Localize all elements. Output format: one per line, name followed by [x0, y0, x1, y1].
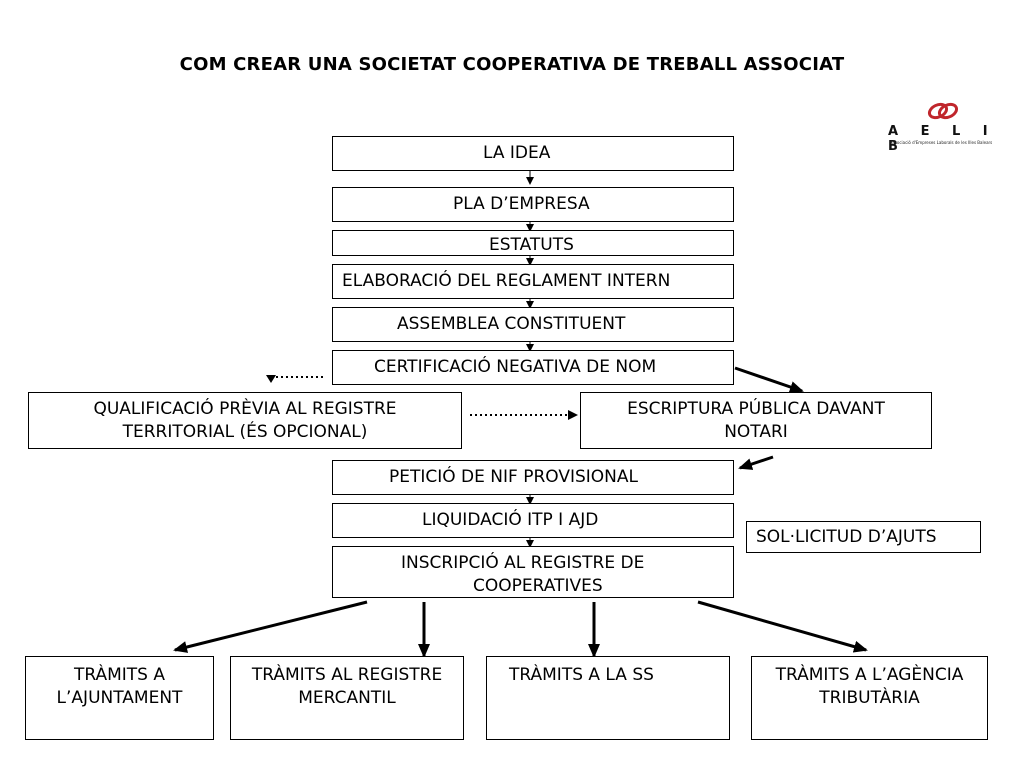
step-escriptura-publica: ESCRIPTURA PÚBLICA DAVANT NOTARI: [580, 392, 932, 449]
step-inscripcio-line1: INSCRIPCIÓ AL REGISTRE DE: [401, 553, 645, 573]
aelib-logo-icon: [927, 102, 959, 120]
arrowhead-to-escriptura: [568, 410, 578, 420]
step-agencia-line2: TRIBUTÀRIA: [819, 688, 920, 708]
logo-letters: A E L I B: [888, 124, 997, 154]
step-la-idea-label: LA IDEA: [483, 143, 551, 163]
step-liquidacio-itp: LIQUIDACIÓ ITP I AJD: [332, 503, 734, 538]
step-ajuntament-line1: TRÀMITS A: [73, 665, 166, 685]
step-mercantil-line2: MERCANTIL: [298, 688, 396, 708]
arrow-certificacio-to-escriptura: [734, 366, 804, 393]
step-agencia-line1: TRÀMITS A L’AGÈNCIA: [775, 665, 964, 685]
step-qualificacio-line2: TERRITORIAL (ÉS OPCIONAL): [122, 422, 368, 442]
step-sollicitud-ajuts: SOL·LICITUD D’AJUTS: [746, 521, 981, 553]
step-reglament-intern-label: ELABORACIÓ DEL REGLAMENT INTERN: [342, 271, 671, 291]
aelib-logo: A E L I B Associació d'Empreses Laborals…: [888, 100, 1008, 154]
arrowhead-to-qualificacio: [266, 375, 276, 383]
step-peticio-nif: PETICIÓ DE NIF PROVISIONAL: [332, 460, 734, 495]
step-escriptura-line2: NOTARI: [724, 422, 788, 442]
step-sollicitud-ajuts-label: SOL·LICITUD D’AJUTS: [756, 527, 937, 547]
step-inscripcio-line2: COOPERATIVES: [473, 576, 603, 596]
step-inscripcio-registre: INSCRIPCIÓ AL REGISTRE DE COOPERATIVES: [332, 546, 734, 598]
step-tramits-agencia-tributaria: TRÀMITS A L’AGÈNCIA TRIBUTÀRIA: [751, 656, 988, 740]
arrow-escriptura-to-nif: [738, 455, 774, 470]
diagram-title: COM CREAR UNA SOCIETAT COOPERATIVA DE TR…: [179, 54, 845, 75]
step-peticio-nif-label: PETICIÓ DE NIF PROVISIONAL: [389, 467, 638, 487]
step-reglament-intern: ELABORACIÓ DEL REGLAMENT INTERN: [332, 264, 734, 299]
step-qualificacio-line1: QUALIFICACIÓ PRÈVIA AL REGISTRE: [93, 399, 397, 419]
step-tramits-ajuntament: TRÀMITS A L’AJUNTAMENT: [25, 656, 214, 740]
step-certificacio-negativa: CERTIFICACIÓ NEGATIVA DE NOM: [332, 350, 734, 385]
step-la-idea: LA IDEA: [332, 136, 734, 171]
step-liquidacio-itp-label: LIQUIDACIÓ ITP I AJD: [422, 510, 599, 530]
step-assemblea-constituent: ASSEMBLEA CONSTITUENT: [332, 307, 734, 342]
step-ajuntament-line2: L’AJUNTAMENT: [56, 688, 183, 708]
step-tramits-registre-mercantil: TRÀMITS AL REGISTRE MERCANTIL: [230, 656, 464, 740]
step-estatuts-label: ESTATUTS: [489, 235, 574, 255]
step-ss-label: TRÀMITS A LA SS: [509, 665, 654, 685]
step-tramits-ss: TRÀMITS A LA SS: [486, 656, 730, 740]
step-pla-empresa-label: PLA D’EMPRESA: [453, 194, 590, 214]
step-assemblea-constituent-label: ASSEMBLEA CONSTITUENT: [397, 314, 626, 334]
step-certificacio-negativa-label: CERTIFICACIÓ NEGATIVA DE NOM: [374, 357, 657, 377]
logo-subtitle: Associació d'Empreses Laborals de les Il…: [890, 140, 993, 145]
step-qualificacio-previa: QUALIFICACIÓ PRÈVIA AL REGISTRE TERRITOR…: [28, 392, 462, 449]
step-escriptura-line1: ESCRIPTURA PÚBLICA DAVANT: [627, 399, 885, 419]
arrow-to-ajuntament: [173, 600, 368, 653]
step-mercantil-line1: TRÀMITS AL REGISTRE: [251, 665, 443, 685]
step-pla-empresa: PLA D’EMPRESA: [332, 187, 734, 222]
step-estatuts: ESTATUTS: [332, 230, 734, 256]
arrow-to-agencia: [697, 600, 868, 653]
